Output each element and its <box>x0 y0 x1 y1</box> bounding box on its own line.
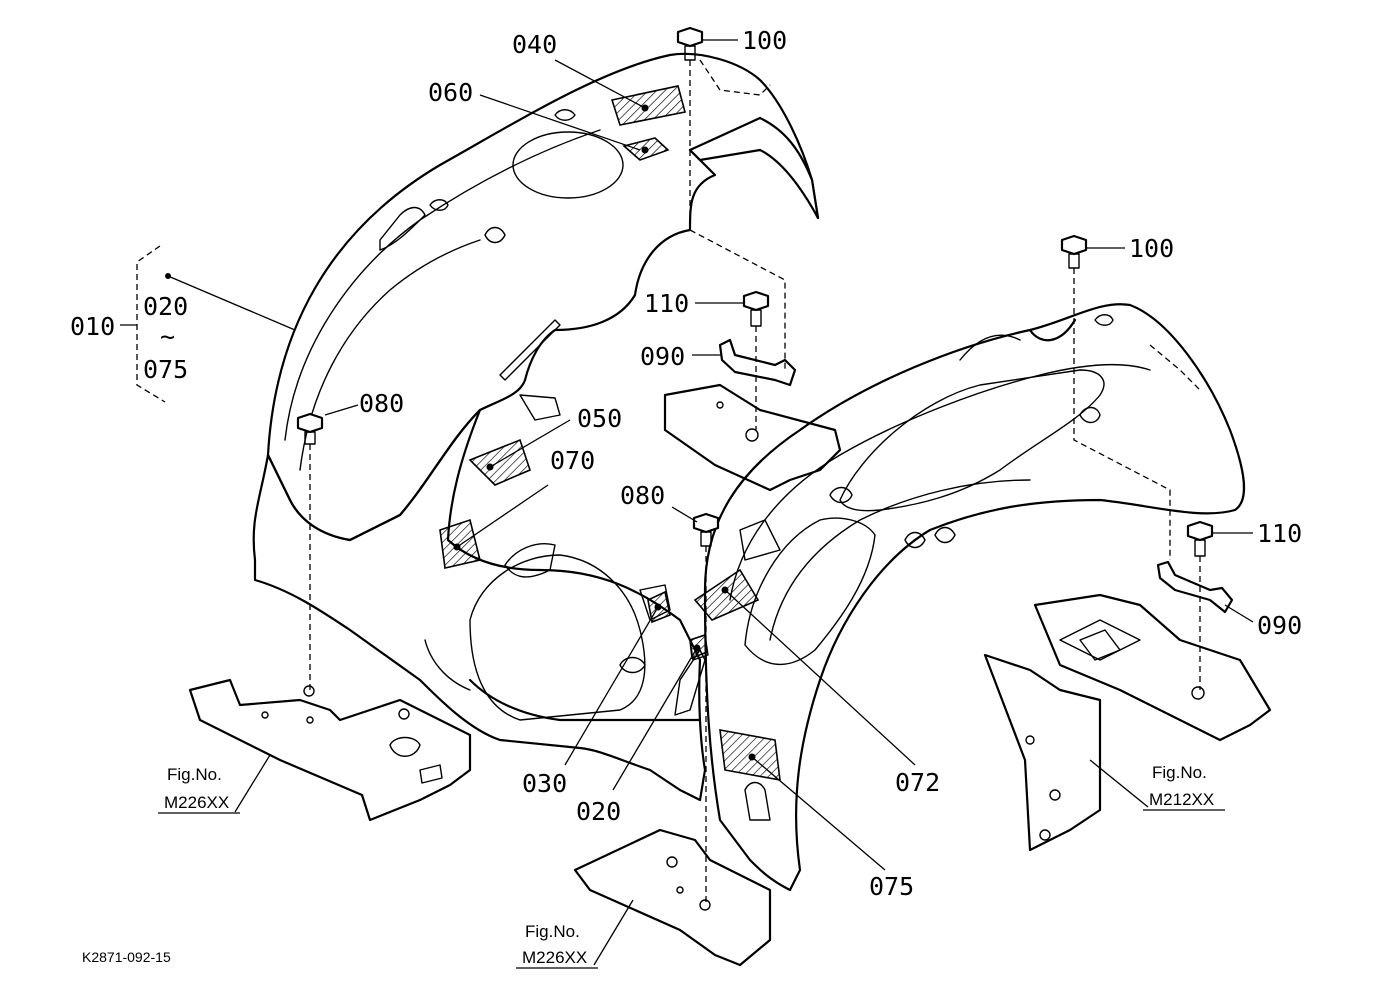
label-075-range: 075 <box>143 355 188 384</box>
label-100-right: 100 <box>1129 234 1174 263</box>
mount-plate-left <box>188 678 472 822</box>
right-fender <box>703 303 1246 892</box>
decal-070 <box>439 518 481 569</box>
left-fender <box>252 52 820 802</box>
fig-number-bottom: M226XX <box>522 948 587 967</box>
bolt-080-center <box>692 512 720 547</box>
label-020-range: 020 <box>143 292 188 321</box>
group-bracket-010 <box>136 245 166 403</box>
bolt-110-center <box>742 290 770 327</box>
figure-ref-bottom: Fig.No. M226XX <box>516 922 598 969</box>
bracket-090-center <box>718 338 797 387</box>
mount-plate-center <box>663 383 842 492</box>
label-030: 030 <box>522 769 567 798</box>
mount-plate-right <box>983 593 1272 852</box>
drawing-code: K2871-092-15 <box>82 949 171 965</box>
bolt-110-right <box>1186 520 1214 557</box>
fig-caption-right: Fig.No. <box>1152 763 1207 782</box>
decal-040 <box>610 85 686 126</box>
label-090-right: 090 <box>1257 611 1302 640</box>
label-090-center: 090 <box>640 342 685 371</box>
label-080-center: 080 <box>620 481 665 510</box>
figure-ref-left: Fig.No. M226XX <box>158 765 240 814</box>
decal-072 <box>693 568 760 621</box>
mount-plate-bottom <box>573 828 772 967</box>
label-040: 040 <box>512 30 557 59</box>
fig-number-right: M212XX <box>1149 790 1214 809</box>
fig-caption-left: Fig.No. <box>167 765 222 784</box>
label-020: 020 <box>576 797 621 826</box>
assembly-lines <box>309 59 1201 905</box>
label-100-top: 100 <box>742 26 787 55</box>
leader-lines <box>165 39 1254 966</box>
label-070: 070 <box>550 446 595 475</box>
label-050: 050 <box>577 404 622 433</box>
label-080-left: 080 <box>359 389 404 418</box>
labels: 010 020 ~ 075 040 060 100 100 110 090 08… <box>70 26 1302 901</box>
label-tilde: ~ <box>160 322 175 351</box>
fig-number-left: M226XX <box>164 793 229 812</box>
figure-ref-right: Fig.No. M212XX <box>1143 763 1225 811</box>
bracket-090-right <box>1156 560 1234 614</box>
decals <box>439 85 781 781</box>
label-060: 060 <box>428 78 473 107</box>
label-110-center: 110 <box>644 289 689 318</box>
label-072: 072 <box>895 768 940 797</box>
label-075: 075 <box>869 872 914 901</box>
label-010: 010 <box>70 312 115 341</box>
bolt-080-left <box>296 412 324 445</box>
bolt-100-right <box>1060 234 1088 269</box>
fig-caption-bottom: Fig.No. <box>525 922 580 941</box>
label-110-right: 110 <box>1257 519 1302 548</box>
decal-050 <box>468 438 531 486</box>
bolt-100-top <box>676 26 704 61</box>
